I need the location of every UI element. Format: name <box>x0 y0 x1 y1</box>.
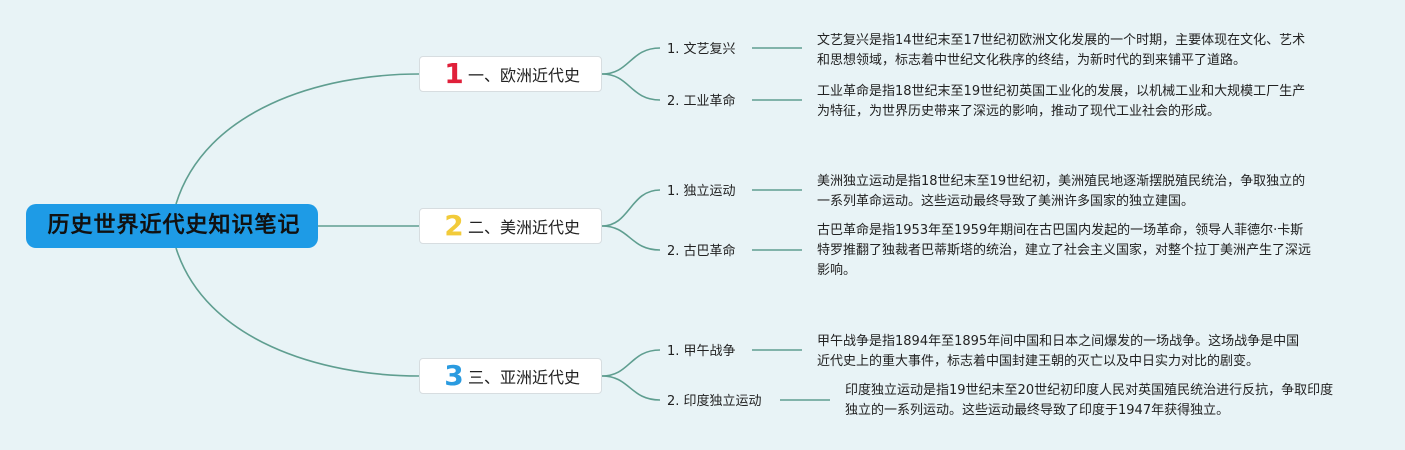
branch-number-badge: 2 <box>444 209 464 242</box>
description-indian-independence: 印度独立运动是指19世纪末至20世纪初印度人民对英国殖民统治进行反抗，争取印度独… <box>845 383 1334 418</box>
branch-number-badge: 3 <box>444 359 464 392</box>
branch-node-europe[interactable]: 1 一、欧洲近代史 <box>419 56 602 92</box>
subtopic-renaissance[interactable]: 1. 文艺复兴 <box>667 42 736 57</box>
root-node[interactable]: 历史世界近代史知识笔记 <box>26 204 318 248</box>
link-branch-3-sub-1 <box>601 349 661 377</box>
link-branch-2-sub-1 <box>601 189 661 227</box>
branch-label: 二、美洲近代史 <box>468 218 581 237</box>
link-branch-1-sub-1 <box>601 47 661 75</box>
subtopic-industrial-revolution[interactable]: 2. 工业革命 <box>667 94 736 109</box>
description-renaissance: 文艺复兴是指14世纪末至17世纪初欧洲文化发展的一个时期，主要体现在文化、艺术和… <box>817 33 1306 68</box>
description-sino-japanese-war: 甲午战争是指1894年至1895年间中国和日本之间爆发的一场战争。这场战争是中国… <box>817 334 1300 369</box>
subtopic-cuban-revolution[interactable]: 2. 古巴革命 <box>667 244 736 259</box>
subtopic-sino-japanese-war[interactable]: 1. 甲午战争 <box>667 344 736 359</box>
link-branch-2-sub-2 <box>601 225 661 251</box>
link-branch-3-sub-2 <box>601 375 661 401</box>
branch-node-asia[interactable]: 3 三、亚洲近代史 <box>419 358 602 394</box>
link-root-branch-1 <box>175 73 420 205</box>
description-industrial-revolution: 工业革命是指18世纪末至19世纪初英国工业化的发展，以机械工业和大规模工厂生产为… <box>817 84 1306 119</box>
branch-label: 一、欧洲近代史 <box>468 66 581 85</box>
description-cuban-revolution: 古巴革命是指1953年至1959年期间在古巴国内发起的一场革命，领导人菲德尔·卡… <box>817 223 1312 278</box>
branch-node-americas[interactable]: 2 二、美洲近代史 <box>419 208 602 244</box>
link-root-branch-3 <box>175 247 420 377</box>
description-independence-movement: 美洲独立运动是指18世纪末至19世纪初，美洲殖民地逐渐摆脱殖民统治，争取独立的一… <box>817 174 1306 209</box>
link-branch-1-sub-2 <box>601 73 661 101</box>
branch-label: 三、亚洲近代史 <box>468 368 581 387</box>
subtopic-indian-independence[interactable]: 2. 印度独立运动 <box>667 394 762 409</box>
subtopic-independence-movement[interactable]: 1. 独立运动 <box>667 184 736 199</box>
branch-number-badge: 1 <box>444 57 464 90</box>
